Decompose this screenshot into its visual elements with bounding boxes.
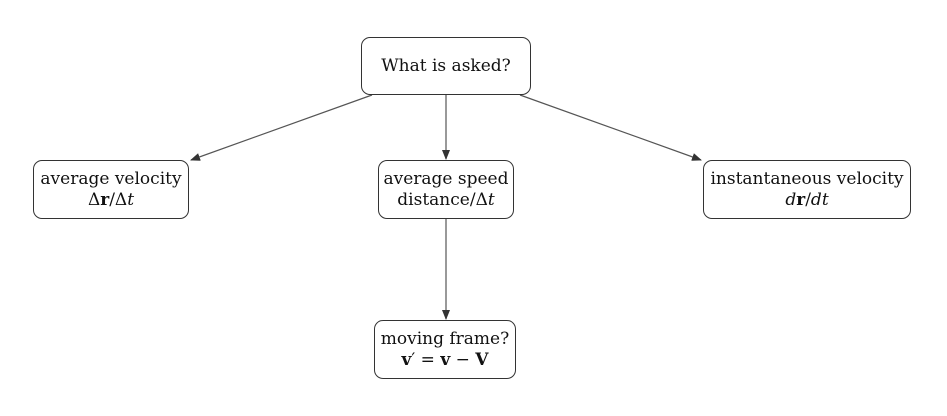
- slash-symbol: /: [469, 189, 476, 210]
- position-vector-r: r: [100, 189, 110, 210]
- velocity-v: v: [401, 349, 412, 370]
- position-vector-r: r: [796, 189, 806, 210]
- prime-symbol: ′: [411, 349, 416, 370]
- minus-symbol: −: [450, 349, 476, 370]
- slash-symbol: /: [109, 189, 115, 210]
- moving-frame-label: moving frame?: [380, 328, 510, 349]
- instantaneous-velocity-formula: dr/dt: [785, 190, 828, 211]
- distance-word: distance: [397, 189, 470, 210]
- time-t: t: [127, 189, 135, 210]
- equals-symbol: =: [415, 349, 441, 370]
- average-speed-node: average speed distance/Δt: [378, 160, 514, 219]
- root-question-label: What is asked?: [381, 55, 511, 76]
- average-velocity-label: average velocity: [40, 168, 182, 189]
- delta-symbol: Δ: [114, 189, 128, 210]
- edge-root-to-instantaneous-velocity: [519, 94, 702, 161]
- average-velocity-formula: Δr/Δt: [88, 190, 134, 211]
- average-speed-label: average speed: [383, 168, 509, 189]
- moving-frame-formula: v′ = v − V: [402, 350, 489, 371]
- differential-d: d: [785, 189, 797, 210]
- delta-symbol: Δ: [87, 189, 101, 210]
- root-question-node: What is asked?: [361, 37, 531, 95]
- edge-root-to-average-velocity: [190, 94, 373, 161]
- slash-symbol: /: [805, 189, 811, 210]
- instantaneous-velocity-node: instantaneous velocity dr/dt: [703, 160, 911, 219]
- average-speed-formula: distance/Δt: [397, 190, 494, 211]
- average-velocity-node: average velocity Δr/Δt: [33, 160, 189, 219]
- frame-velocity-V: V: [475, 349, 489, 370]
- delta-symbol: Δ: [475, 189, 488, 210]
- instantaneous-velocity-label: instantaneous velocity: [710, 168, 904, 189]
- time-t: t: [821, 189, 829, 210]
- velocity-v: v: [440, 349, 451, 370]
- time-t: t: [487, 189, 495, 210]
- differential-d: d: [810, 189, 822, 210]
- moving-frame-node: moving frame? v′ = v − V: [374, 320, 516, 379]
